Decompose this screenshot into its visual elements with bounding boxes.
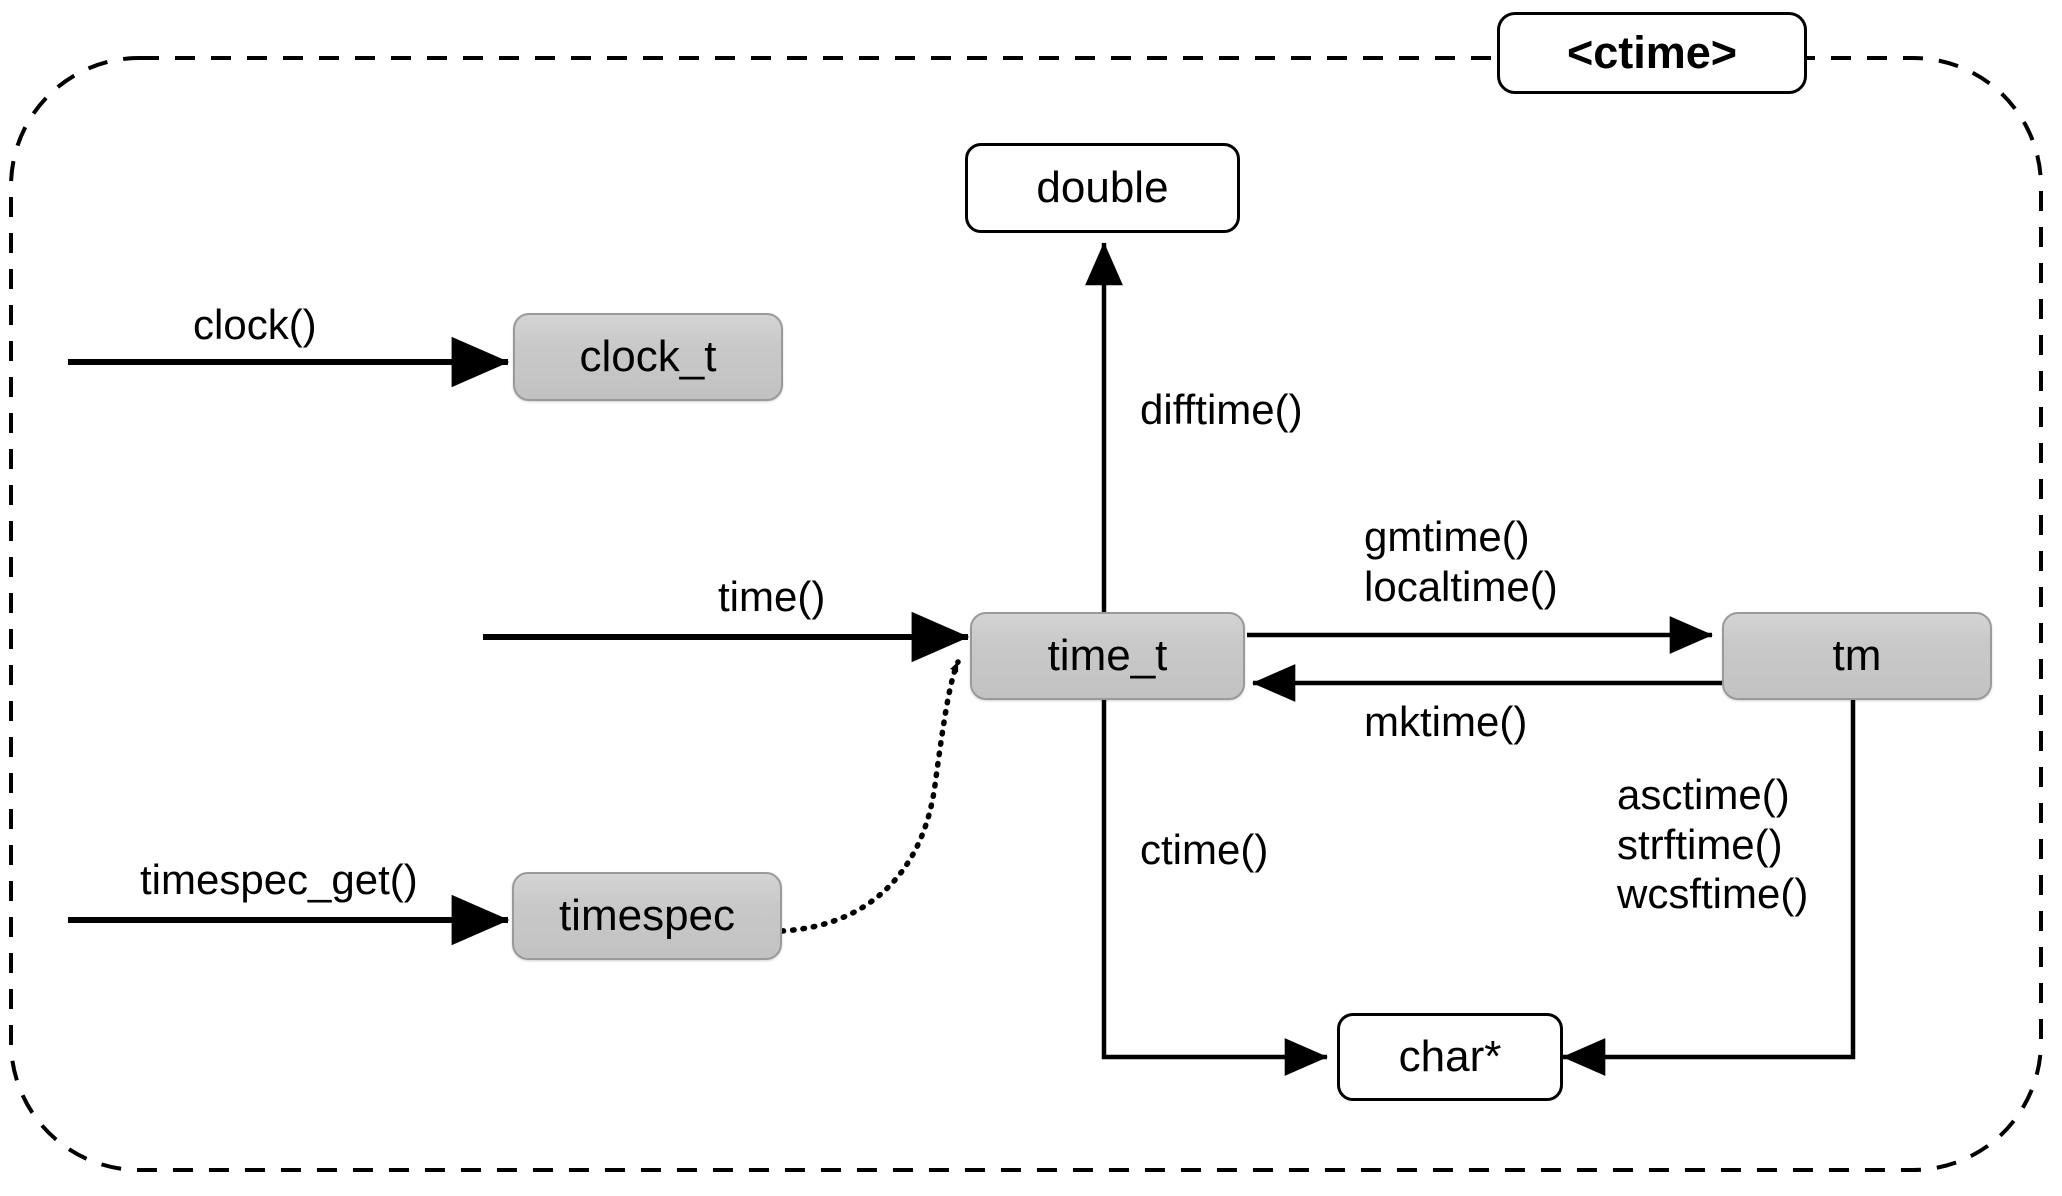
edge-label-ctime: ctime() — [1140, 825, 1268, 875]
node-time-t[interactable]: time_t — [970, 612, 1245, 700]
node-timespec[interactable]: timespec — [512, 872, 782, 960]
edge-ctime — [1101, 620, 1328, 1076]
edge-label-mktime-text: mktime() — [1364, 698, 1528, 745]
edge-label-timespec-get-text: timespec_get() — [140, 856, 418, 903]
edge-label-clock: clock() — [193, 300, 317, 350]
node-tm[interactable]: tm — [1722, 612, 1992, 700]
node-double[interactable]: double — [965, 143, 1240, 233]
node-double-label: double — [1036, 163, 1169, 212]
edge-tm-to-char — [1562, 700, 1856, 1076]
node-clock-t[interactable]: clock_t — [513, 313, 783, 401]
edge-label-timespec-get: timespec_get() — [140, 855, 418, 905]
edge-label-string-conversions: asctime() strftime() wcsftime() — [1617, 770, 1808, 919]
edge-label-mktime: mktime() — [1364, 697, 1527, 747]
edge-label-clock-text: clock() — [193, 301, 317, 348]
node-tm-label: tm — [1832, 631, 1882, 680]
module-title-label: <ctime> — [1566, 27, 1738, 78]
module-title-ctime: <ctime> — [1497, 12, 1807, 94]
edge-label-asctime-text: asctime() — [1617, 771, 1790, 818]
node-char-pointer[interactable]: char* — [1337, 1013, 1563, 1101]
edge-label-gmtime-text: gmtime() — [1364, 513, 1530, 560]
edge-label-time: time() — [718, 572, 825, 622]
edge-label-strftime-text: strftime() — [1617, 820, 1783, 868]
node-char-pointer-label: char* — [1398, 1032, 1502, 1081]
edge-label-ctime-text: ctime() — [1140, 826, 1269, 873]
edge-label-time-text: time() — [718, 573, 826, 620]
edge-label-localtime-text: localtime() — [1364, 562, 1558, 610]
edge-label-difftime: difftime() — [1140, 385, 1303, 435]
edge-label-difftime-text: difftime() — [1140, 386, 1303, 433]
node-timespec-label: timespec — [558, 891, 736, 940]
edge-label-wcsftime-text: wcsftime() — [1617, 870, 1809, 918]
edge-timespec-to-time-t — [779, 659, 961, 934]
node-clock-t-label: clock_t — [579, 332, 717, 381]
edge-label-gmtime-localtime: gmtime() localtime() — [1364, 512, 1558, 611]
node-time-t-label: time_t — [1047, 631, 1168, 680]
